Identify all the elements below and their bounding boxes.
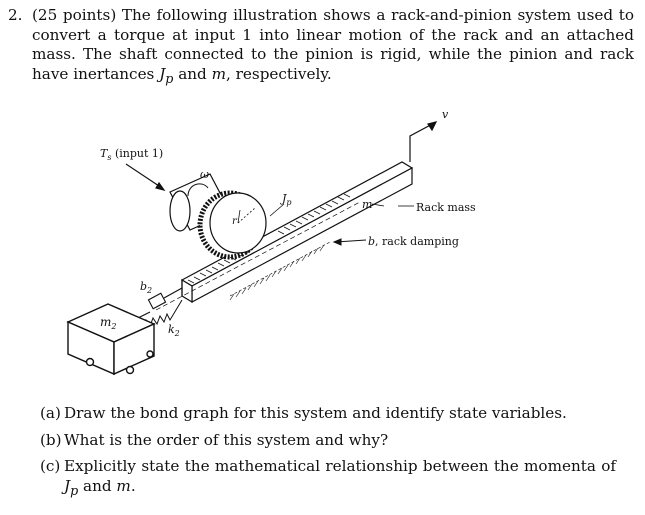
rack-pinion-figure: v r ω Ts (input 1) Jp m Rack mass b, rac… <box>60 100 480 390</box>
omega-arrow <box>187 183 209 197</box>
torque-label: Ts (input 1) <box>100 147 163 162</box>
part-b: (b) What is the order of this system and… <box>40 430 389 449</box>
rack-teeth <box>187 193 351 284</box>
question-parts: (a) Draw the bond graph for this system … <box>40 404 616 507</box>
centre-line <box>155 201 361 311</box>
omega-label: ω <box>200 168 209 181</box>
mass-m2-box <box>66 303 156 376</box>
damping-surface <box>229 241 331 301</box>
torque-arrow <box>125 163 166 191</box>
m-label: m <box>362 198 372 211</box>
damping-label: b, rack damping <box>368 235 459 248</box>
pinion-gear <box>197 190 267 260</box>
velocity-arrow <box>409 121 438 162</box>
dashpot-b2 <box>129 287 183 323</box>
problem-text: (25 points) The following illustration s… <box>32 6 634 86</box>
m2-label: m2 <box>100 315 116 331</box>
rack-mass-label: Rack mass <box>416 201 476 214</box>
velocity-label: v <box>442 108 449 121</box>
b2-label: b2 <box>140 280 152 295</box>
damping-arrow <box>332 238 367 246</box>
m-pointer <box>371 203 385 207</box>
part-c: (c) Explicitly state the mathematical re… <box>40 457 616 498</box>
jp-pointer <box>269 203 285 217</box>
problem-statement: 2. (25 points) The following illustratio… <box>8 6 634 88</box>
k2-label: k2 <box>168 323 180 338</box>
rack-pinion-diagram: v r ω Ts (input 1) Jp m Rack mass b, rac… <box>66 108 476 376</box>
jp-label: Jp <box>280 192 292 207</box>
part-a: (a) Draw the bond graph for this system … <box>40 404 567 422</box>
radius-label: r <box>232 216 238 227</box>
problem-number: 2. <box>8 6 23 24</box>
